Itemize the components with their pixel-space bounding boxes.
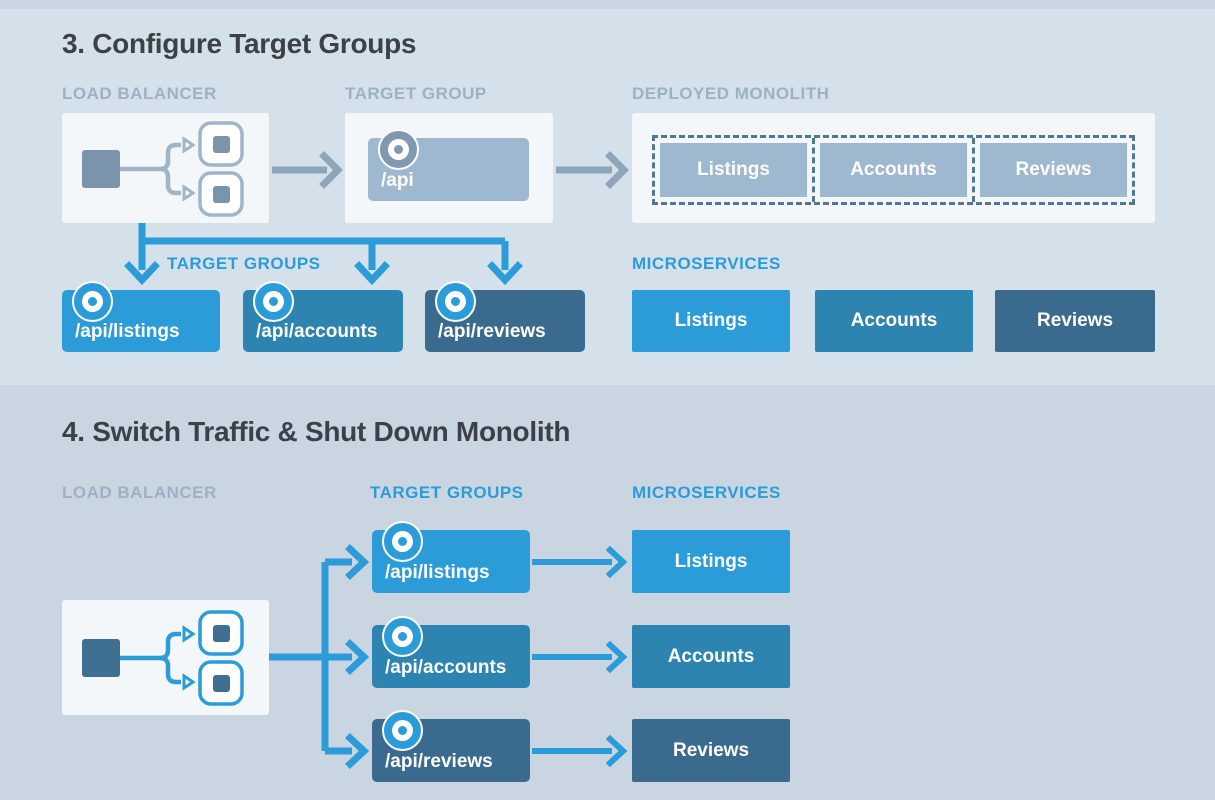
section3-title: 3. Configure Target Groups [62,28,417,59]
target-group-path: /api/listings [385,562,490,583]
target-group-bullseye-icon [72,281,113,322]
section4-title: 4. Switch Traffic & Shut Down Monolith [62,416,571,447]
arrowhead-icon [182,136,196,154]
load-balancer-node-square [82,150,120,188]
section4-background [0,385,1215,800]
arrowhead-icon [182,625,196,643]
section3-deployed-monolith-label: DEPLOYED MONOLITH [632,84,830,103]
target-group-bullseye-icon [253,281,294,322]
section4-target-groups-label: TARGET GROUPS [370,483,524,502]
microservice-box-accounts: Accounts [815,290,973,352]
top-background-strip [0,0,1215,9]
target-group-bullseye-icon [382,521,423,562]
monolith-cell-accounts: Accounts [820,143,967,197]
microservice-box-listings: Listings [632,290,790,352]
target-group-path: /api/accounts [256,321,378,342]
load-balancer-card-s4 [62,600,269,715]
deployed-monolith-card: Listings Accounts Reviews [632,113,1155,223]
load-balancer-node-square [82,639,120,677]
target-group-box-listings-s4: /api/listings [372,521,530,593]
target-group-path: /api/reviews [438,321,546,342]
instance-icon [198,121,244,167]
section4-load-balancer-label: LOAD BALANCER [62,483,217,502]
microservice-box-accounts-s4: Accounts [632,625,790,688]
load-balancer-card [62,113,269,223]
target-group-api-box: /api [368,129,529,201]
target-group-path: /api/reviews [385,751,493,772]
instance-icon [198,610,244,656]
microservice-box-listings-s4: Listings [632,530,790,593]
target-group-bullseye-icon [382,710,423,751]
target-group-box-listings: /api/listings [62,281,220,352]
monolith-cell-reviews: Reviews [980,143,1127,197]
section3-target-group-label: TARGET GROUP [345,84,487,103]
load-balancer-icon [82,121,244,217]
instance-icon [198,171,244,217]
section3-microservices-label: MICROSERVICES [632,254,781,273]
instance-icon [198,660,244,706]
section4-microservices-label: MICROSERVICES [632,483,781,502]
target-group-bullseye-icon [435,281,476,322]
arrowhead-icon [182,184,196,202]
target-group-path: /api/accounts [385,657,507,678]
target-group-box-reviews: /api/reviews [425,281,585,352]
target-group-path: /api/listings [75,321,180,342]
dashed-separator [972,138,975,202]
target-group-bullseye-icon [378,129,419,170]
target-group-card: /api [345,113,553,223]
monolith-dashed-container: Listings Accounts Reviews [652,135,1135,205]
target-group-bullseye-icon [382,616,423,657]
section3-target-groups-label: TARGET GROUPS [167,254,321,273]
api-path-label: /api [381,170,414,191]
arrowhead-icon [182,673,196,691]
target-group-box-accounts: /api/accounts [243,281,403,352]
dashed-separator [812,138,815,202]
monolith-cell-listings: Listings [660,143,807,197]
microservice-box-reviews-s4: Reviews [632,719,790,782]
microservice-box-reviews: Reviews [995,290,1155,352]
section3-load-balancer-label: LOAD BALANCER [62,84,217,103]
target-group-box-reviews-s4: /api/reviews [372,710,530,782]
load-balancer-icon [82,610,244,706]
target-group-box-accounts-s4: /api/accounts [372,616,530,688]
